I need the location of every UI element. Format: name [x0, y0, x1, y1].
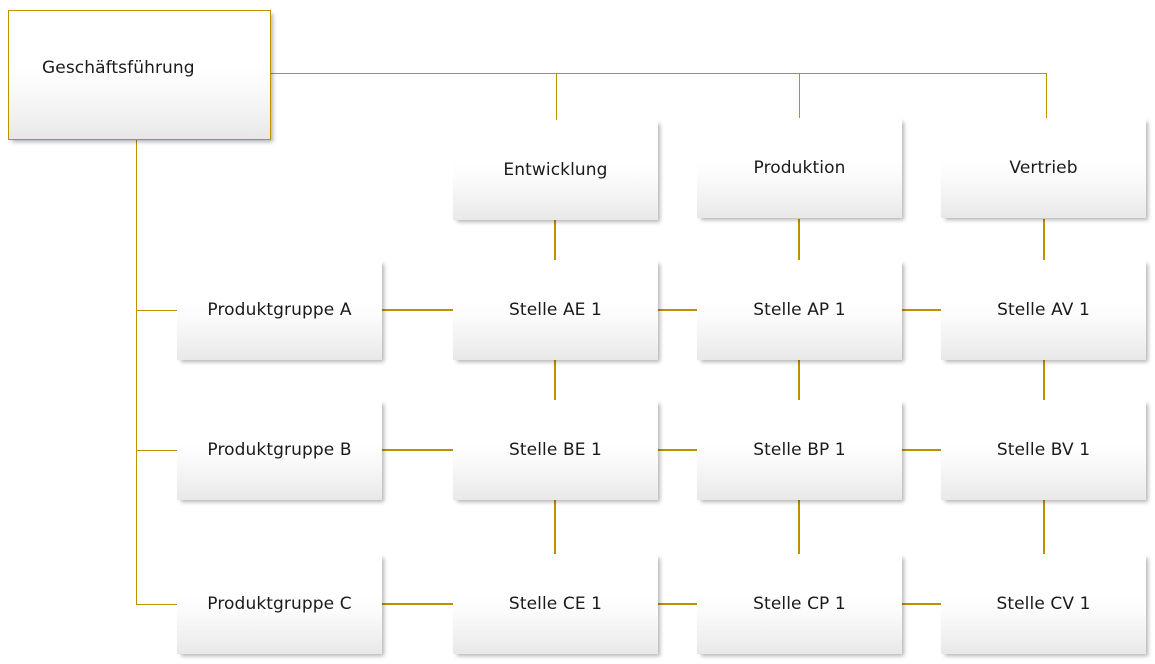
node-produktgruppe-a[interactable]: Produktgruppe A — [177, 260, 382, 360]
node-label: Stelle AV 1 — [997, 299, 1090, 320]
node-label: Stelle BP 1 — [753, 439, 846, 460]
node-stelle-be1[interactable]: Stelle BE 1 — [453, 400, 658, 500]
node-label: Stelle CP 1 — [753, 593, 846, 614]
node-stelle-cv1[interactable]: Stelle CV 1 — [941, 554, 1146, 654]
node-label: Produktion — [753, 157, 846, 178]
connector-stub-gruppe-a — [136, 310, 180, 311]
connector-col-vertrieb-2 — [1043, 359, 1045, 400]
node-label: Entwicklung — [503, 159, 608, 180]
connector-row-c-link-3 — [902, 603, 942, 605]
connector-col-entwicklung-2 — [554, 359, 556, 400]
node-stelle-bv1[interactable]: Stelle BV 1 — [941, 400, 1146, 500]
node-label: Geschäftsführung — [42, 58, 195, 78]
connector-drop-vertrieb — [1046, 73, 1047, 121]
node-stelle-ce1[interactable]: Stelle CE 1 — [453, 554, 658, 654]
node-label: Stelle AE 1 — [509, 299, 602, 320]
node-label: Stelle AP 1 — [753, 299, 846, 320]
connector-col-produktion-2 — [798, 359, 800, 400]
connector-col-produktion-3 — [798, 499, 800, 554]
node-stelle-cp1[interactable]: Stelle CP 1 — [697, 554, 902, 654]
node-stelle-bp1[interactable]: Stelle BP 1 — [697, 400, 902, 500]
node-label: Produktgruppe B — [207, 439, 352, 460]
node-stelle-av1[interactable]: Stelle AV 1 — [941, 260, 1146, 360]
connector-col-vertrieb-1 — [1043, 219, 1045, 260]
connector-row-b-link-2 — [658, 449, 698, 451]
connector-col-entwicklung-1 — [554, 219, 556, 260]
connector-col-produktion-1 — [798, 219, 800, 260]
node-vertrieb[interactable]: Vertrieb — [941, 118, 1146, 218]
node-stelle-ap1[interactable]: Stelle AP 1 — [697, 260, 902, 360]
connector-drop-produktion — [799, 73, 800, 121]
connector-col-entwicklung-3 — [554, 499, 556, 554]
node-label: Produktgruppe A — [207, 299, 352, 320]
connector-row-b-link-3 — [902, 449, 942, 451]
connector-col-vertrieb-3 — [1043, 499, 1045, 554]
connector-row-c-link-2 — [658, 603, 698, 605]
node-label: Produktgruppe C — [207, 593, 352, 614]
node-label: Stelle BV 1 — [996, 439, 1091, 460]
connector-top-trunk — [270, 73, 1047, 74]
node-label: Vertrieb — [1009, 157, 1078, 178]
node-entwicklung[interactable]: Entwicklung — [453, 120, 658, 220]
connector-row-a-link-1 — [382, 309, 454, 311]
connector-row-a-link-3 — [902, 309, 942, 311]
node-geschaeftsfuehrung[interactable]: Geschäftsführung — [8, 10, 271, 140]
node-label: Stelle CV 1 — [996, 593, 1091, 614]
connector-row-b-link-1 — [382, 449, 454, 451]
node-produktion[interactable]: Produktion — [697, 118, 902, 218]
connector-row-a-link-2 — [658, 309, 698, 311]
node-label: Stelle CE 1 — [508, 593, 603, 614]
node-label: Stelle BE 1 — [509, 439, 602, 460]
connector-stub-gruppe-b — [136, 450, 180, 451]
connector-row-c-link-1 — [382, 603, 454, 605]
node-stelle-ae1[interactable]: Stelle AE 1 — [453, 260, 658, 360]
connector-left-spine — [136, 139, 137, 605]
connector-stub-gruppe-c — [136, 604, 180, 605]
node-produktgruppe-c[interactable]: Produktgruppe C — [177, 554, 382, 654]
node-produktgruppe-b[interactable]: Produktgruppe B — [177, 400, 382, 500]
connector-drop-entwicklung — [556, 73, 557, 121]
